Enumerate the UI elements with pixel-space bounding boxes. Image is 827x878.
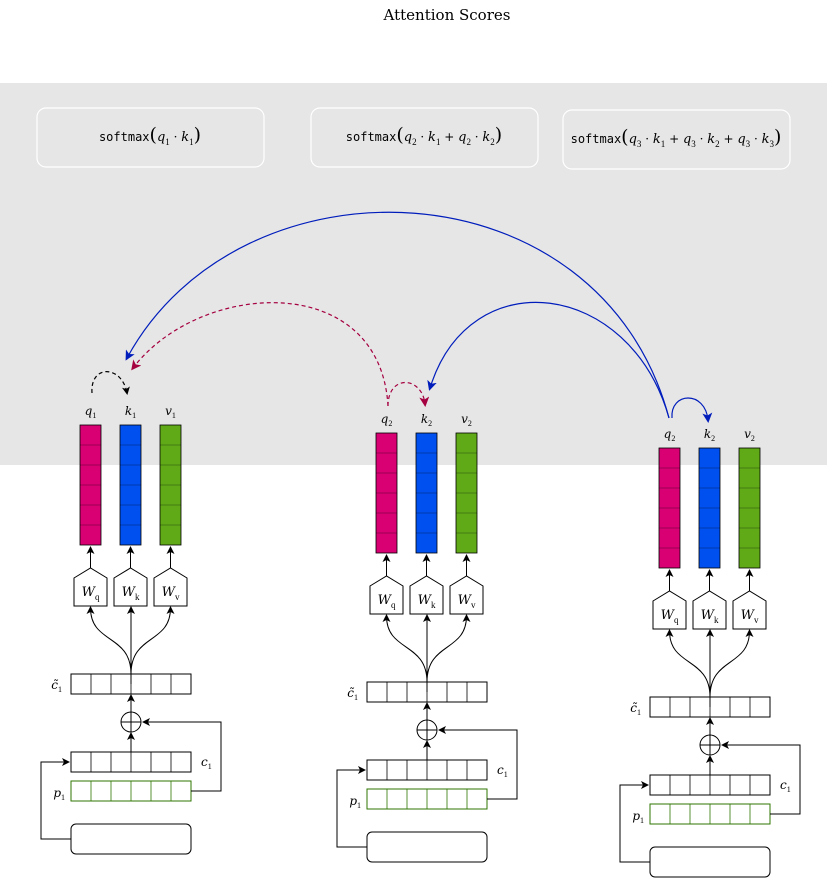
weight-key-label: Wk​ bbox=[122, 585, 140, 602]
context-tilde-label: c̃1​ bbox=[51, 678, 62, 694]
context-tilde-label: c̃1​ bbox=[347, 686, 358, 702]
formula-box-3 bbox=[562, 109, 791, 170]
key-label: k2​ bbox=[421, 412, 432, 428]
encoder-block-3: q2​ Wq​ k2​ Wk​ v2​ Wv​ c̃1​ c1​ p1​ bbox=[619, 427, 801, 878]
formula-3: softmax(q3​ · k1​ + q3​ · k2​ + q3​ · k3… bbox=[571, 126, 782, 149]
position-label: p1​ bbox=[632, 809, 644, 825]
key-vector bbox=[698, 447, 721, 569]
key-label: k1​ bbox=[125, 404, 136, 420]
formula-box-2 bbox=[310, 107, 539, 168]
input-token-box bbox=[70, 823, 192, 855]
input-token-box bbox=[649, 846, 771, 878]
value-label: v2​ bbox=[744, 427, 755, 443]
weight-key-node bbox=[113, 567, 148, 607]
value-vector bbox=[738, 447, 761, 569]
position-vector bbox=[649, 803, 771, 825]
add-operator-icon bbox=[699, 734, 721, 756]
weight-key-node bbox=[692, 590, 727, 630]
weight-query-label: Wq​ bbox=[661, 608, 679, 625]
weight-value-node bbox=[732, 590, 767, 630]
query-label: q2​ bbox=[381, 412, 393, 428]
attention-arrow-q1-k1 bbox=[91, 371, 130, 395]
query-vector bbox=[79, 424, 102, 546]
weight-value-label: Wv​ bbox=[162, 585, 180, 602]
attention-arrow-q3-k2 bbox=[427, 301, 670, 419]
weight-value-label: Wv​ bbox=[458, 593, 476, 610]
input-token-box bbox=[366, 831, 488, 863]
key-label: k2​ bbox=[704, 427, 715, 443]
weight-key-label: Wk​ bbox=[701, 608, 719, 625]
key-vector bbox=[415, 432, 438, 554]
attention-arrow-q3-k3 bbox=[671, 397, 713, 423]
context-vector bbox=[70, 751, 192, 773]
attention-arrow-q3-k1 bbox=[125, 211, 670, 419]
position-vector bbox=[70, 780, 192, 802]
formula-2: softmax(q2​ · k1​ + q2​ · k2​) bbox=[346, 124, 502, 147]
position-label: p1​ bbox=[349, 794, 361, 810]
value-label: v2​ bbox=[461, 412, 472, 428]
weight-query-node bbox=[652, 590, 687, 630]
encoder-block-2: q2​ Wq​ k2​ Wk​ v2​ Wv​ c̃1​ c1​ p1​ bbox=[336, 412, 518, 863]
weight-value-node bbox=[449, 575, 484, 615]
context-tilde-label: c̃1​ bbox=[630, 701, 641, 717]
add-operator-icon bbox=[416, 719, 438, 741]
value-label: v1​ bbox=[165, 404, 176, 420]
weight-query-label: Wq​ bbox=[378, 593, 396, 610]
weight-value-node bbox=[153, 567, 188, 607]
context-vector bbox=[649, 774, 771, 796]
query-label: q1​ bbox=[85, 404, 97, 420]
context-label: c1​ bbox=[201, 755, 212, 771]
query-label: q2​ bbox=[664, 427, 676, 443]
diagram-title: Attention Scores bbox=[383, 6, 511, 24]
context-label: c1​ bbox=[497, 763, 508, 779]
formula-1: softmax(q1​ · k1​) bbox=[99, 124, 201, 147]
position-vector bbox=[366, 788, 488, 810]
weight-key-node bbox=[409, 575, 444, 615]
query-vector bbox=[375, 432, 398, 554]
attention-arrow-q2-k1 bbox=[131, 302, 389, 407]
encoder-block-1: q1​ Wq​ k1​ Wk​ v1​ Wv​ c̃1​ c1​ p1​ bbox=[40, 404, 222, 855]
attention-arrow-q2-k2 bbox=[387, 381, 430, 407]
weight-key-label: Wk​ bbox=[418, 593, 436, 610]
weight-query-node bbox=[369, 575, 404, 615]
add-operator-icon bbox=[120, 711, 142, 733]
query-vector bbox=[658, 447, 681, 569]
weight-query-node bbox=[73, 567, 108, 607]
position-label: p1​ bbox=[53, 786, 65, 802]
value-vector bbox=[159, 424, 182, 546]
weight-value-label: Wv​ bbox=[741, 608, 759, 625]
value-vector bbox=[455, 432, 478, 554]
context-vector bbox=[366, 759, 488, 781]
key-vector bbox=[119, 424, 142, 546]
formula-box-1 bbox=[36, 107, 265, 168]
context-label: c1​ bbox=[780, 778, 791, 794]
weight-query-label: Wq​ bbox=[82, 585, 100, 602]
attention-band bbox=[0, 83, 827, 465]
